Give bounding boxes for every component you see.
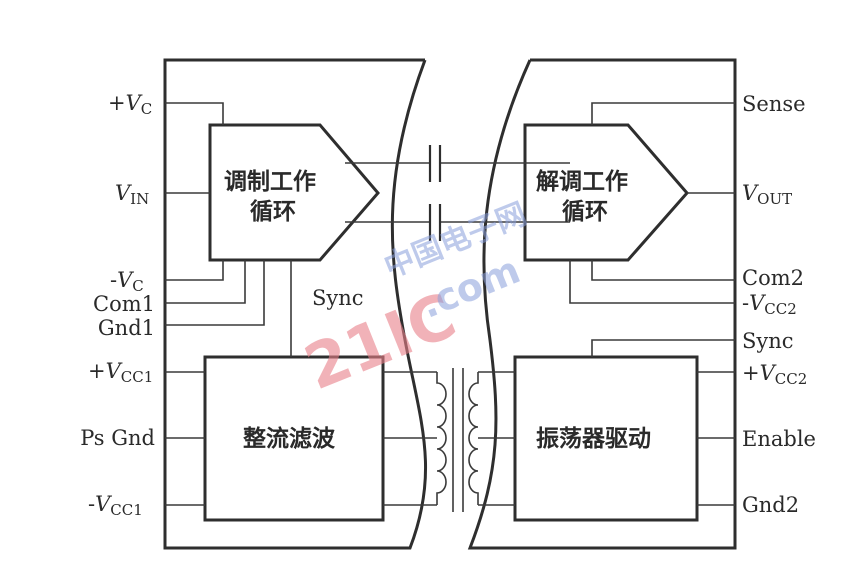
pin-vcc1-neg: -VCC1	[88, 492, 143, 519]
modulator-label-1: 调制工作	[224, 169, 316, 195]
capacitor-coupling	[345, 145, 570, 241]
right-module-outline	[467, 58, 737, 550]
pin-vcc2-pos: +VCC2	[742, 361, 807, 388]
pin-vcc1-pos: +VCC1	[88, 359, 153, 386]
transformer	[436, 368, 515, 512]
pin-ps-gnd: Ps Gnd	[80, 426, 155, 450]
modulator-label-2: 循环	[250, 198, 296, 225]
pin-vc-neg: -VC	[110, 268, 144, 295]
sync-left-label: Sync	[312, 286, 364, 310]
oscillator-label: 振荡器驱动	[536, 425, 651, 452]
pin-com1: Com1	[93, 292, 155, 316]
demodulator-label-1: 解调工作	[536, 168, 628, 195]
pin-sync: Sync	[742, 329, 794, 353]
pin-vcc2-neg: -VCC2	[742, 291, 797, 318]
demodulator-label-2: 循环	[562, 198, 608, 225]
pin-vc-pos: +VC	[108, 91, 152, 118]
pin-gnd2: Gnd2	[742, 493, 799, 517]
pin-enable: Enable	[742, 427, 816, 451]
rectifier-label: 整流滤波	[243, 425, 336, 452]
pin-sense: Sense	[742, 92, 806, 116]
pin-vout: VOUT	[742, 181, 792, 208]
modulator-block	[208, 123, 380, 262]
pin-gnd1: Gnd1	[98, 316, 155, 340]
left-wires	[165, 102, 437, 506]
demodulator-block	[523, 123, 689, 262]
right-wires	[569, 102, 735, 506]
pin-com2: Com2	[742, 266, 804, 290]
pin-vin: VIN	[115, 181, 149, 208]
